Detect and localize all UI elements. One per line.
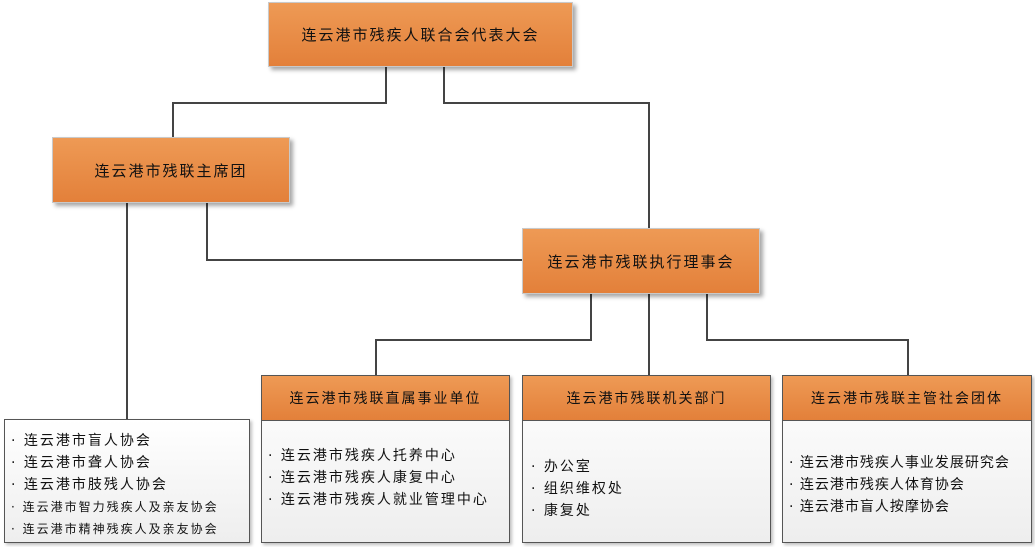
connector — [907, 339, 909, 375]
departments-panel: 连云港市残联机关部门 办公室 组织维权处 康复处 — [522, 375, 771, 543]
connector — [648, 294, 650, 375]
connector — [590, 294, 592, 341]
list-item: 连云港市智力残疾人及亲友协会 — [11, 496, 249, 518]
list-item: 办公室 — [531, 456, 770, 478]
units-panel: 连云港市残联直属事业单位 连云港市残疾人托养中心 连云港市残疾人康复中心 连云港… — [261, 375, 510, 543]
groups-panel: 连云港市残联主管社会团体 连云港市残疾人事业发展研究会 连云港市残疾人体育协会 … — [782, 375, 1032, 543]
list-item: 连云港市残疾人体育协会 — [789, 474, 1031, 496]
connector — [206, 203, 208, 261]
list-item: 连云港市残疾人就业管理中心 — [268, 489, 509, 511]
list-item: 组织维权处 — [531, 478, 770, 500]
list-item: 连云港市聋人协会 — [11, 452, 249, 474]
departments-title: 连云港市残联机关部门 — [523, 376, 770, 421]
connector — [206, 259, 522, 261]
list-item: 连云港市肢残人协会 — [11, 474, 249, 496]
connector — [443, 67, 445, 103]
units-title: 连云港市残联直属事业单位 — [262, 376, 509, 421]
connector — [126, 203, 128, 419]
connector — [706, 294, 708, 341]
list-item: 康复处 — [531, 500, 770, 522]
list-item: 连云港市盲人协会 — [11, 430, 249, 452]
connector — [172, 102, 387, 104]
list-item: 连云港市残疾人托养中心 — [268, 445, 509, 467]
congress-node: 连云港市残疾人联合会代表大会 — [268, 2, 573, 67]
presidium-node: 连云港市残联主席团 — [52, 137, 290, 203]
connector — [375, 339, 592, 341]
associations-panel: 连云港市盲人协会 连云港市聋人协会 连云港市肢残人协会 连云港市智力残疾人及亲友… — [4, 419, 250, 543]
connector — [375, 339, 377, 375]
list-item: 连云港市残疾人事业发展研究会 — [789, 452, 1031, 474]
connector — [648, 102, 650, 228]
list-item: 连云港市精神残疾人及亲友协会 — [11, 518, 249, 540]
connector — [385, 67, 387, 103]
executive-node: 连云港市残联执行理事会 — [522, 228, 760, 294]
connector — [706, 339, 909, 341]
groups-title: 连云港市残联主管社会团体 — [783, 376, 1031, 421]
connector — [443, 102, 650, 104]
list-item: 连云港市盲人按摩协会 — [789, 496, 1031, 518]
list-item: 连云港市残疾人康复中心 — [268, 467, 509, 489]
connector — [172, 102, 174, 137]
